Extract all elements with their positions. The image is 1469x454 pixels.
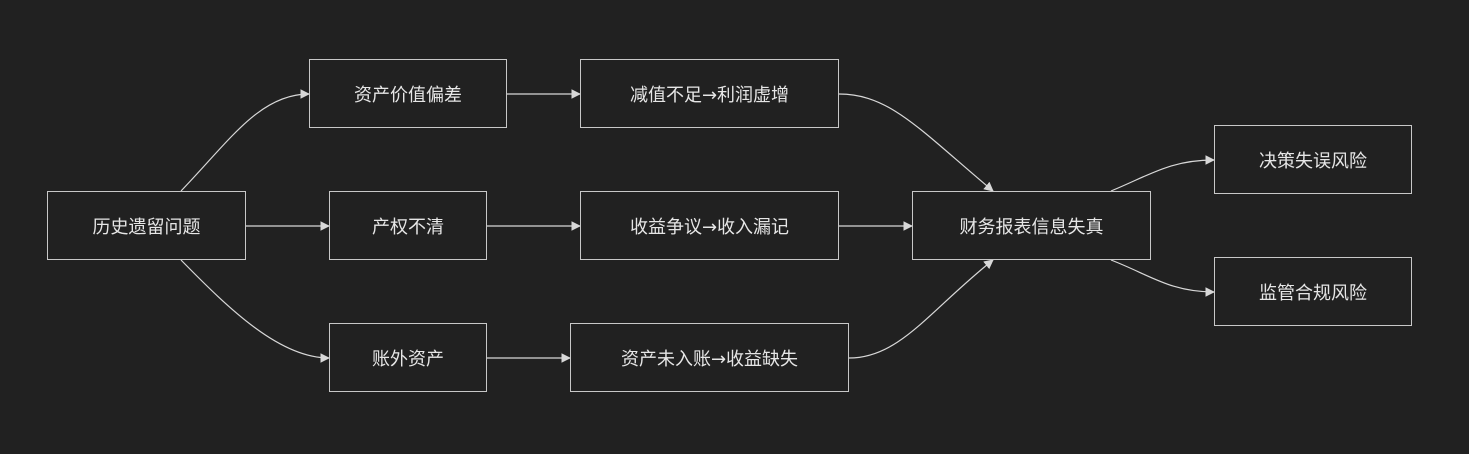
edge-impairment_insufficient-to-financial_distortion xyxy=(838,93,994,192)
edge-financial_distortion-to-decision_risk xyxy=(1110,155,1215,192)
node-impairment-insufficient: 减值不足→利润虚增 xyxy=(580,59,839,128)
node-unclear-property-rights: 产权不清 xyxy=(329,191,487,260)
node-assets-not-recorded: 资产未入账→收益缺失 xyxy=(570,323,849,392)
node-asset-value-bias: 资产价值偏差 xyxy=(309,59,507,128)
edge-financial_distortion-to-compliance_risk xyxy=(1110,259,1215,297)
edge-assets_not_recorded-to-financial_distortion xyxy=(848,259,994,359)
edge-root-to-asset_value_bias xyxy=(180,89,310,192)
node-root: 历史遗留问题 xyxy=(47,191,246,260)
node-compliance-risk: 监管合规风险 xyxy=(1214,257,1412,326)
node-revenue-dispute: 收益争议→收入漏记 xyxy=(580,191,839,260)
node-decision-risk: 决策失误风险 xyxy=(1214,125,1412,194)
edge-root-to-off_book_assets xyxy=(180,259,330,363)
node-off-book-assets: 账外资产 xyxy=(329,323,487,392)
node-financial-distortion: 财务报表信息失真 xyxy=(912,191,1151,260)
